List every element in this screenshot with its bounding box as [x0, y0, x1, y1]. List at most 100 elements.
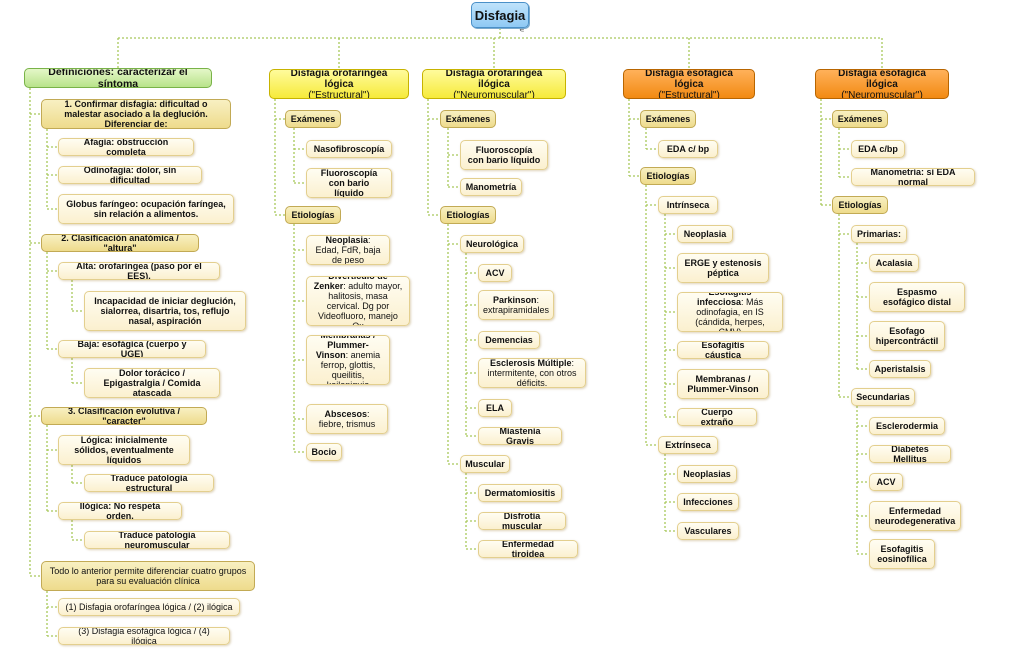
node-ofl-et2[interactable]: Divertículo de Zenker: adulto mayor, hal…: [306, 276, 410, 326]
node-ofi-neu[interactable]: Neurológica: [460, 235, 524, 253]
node-esl-e2[interactable]: Infecciones: [677, 493, 739, 511]
node-def4[interactable]: Todo lo anterior permite diferenciar cua…: [41, 561, 255, 591]
node-ofl-et4[interactable]: Abscesos: fiebre, trismus: [306, 404, 388, 434]
node-title: Alta: orofaríngea (paso por el EES).: [76, 262, 202, 280]
node-esl-e1[interactable]: Neoplasias: [677, 465, 737, 483]
collapse-marker-icon: ∊: [519, 25, 525, 34]
node-ofl[interactable]: Disfagia orofaríngea lógica("Estructural…: [269, 69, 409, 99]
node-title: Esofagitis eosinofílica: [877, 544, 927, 564]
node-ofi-n4[interactable]: Esclerosis Múltiple: intermitente, con o…: [478, 358, 586, 388]
node-esi-p1[interactable]: Acalasia: [869, 254, 919, 272]
node-ofi-ex[interactable]: Exámenes: [440, 110, 496, 128]
node-def3[interactable]: 3. Clasificación evolutiva / "caracter": [41, 407, 207, 425]
node-root[interactable]: Disfagia: [471, 2, 529, 28]
node-description: : extrapiramidales: [483, 295, 550, 315]
node-def3b[interactable]: Ilógica: No respeta orden.: [58, 502, 182, 520]
node-esi[interactable]: Disfagia esofágica ilógica("Neuromuscula…: [815, 69, 949, 99]
node-title: Aperistalsis: [874, 364, 926, 374]
node-ofl-et3[interactable]: Membranas / Plummer-Vinson: anemia ferro…: [306, 335, 390, 385]
node-esi-sec[interactable]: Secundarias: [851, 388, 915, 406]
node-title: Enfermedad tiroidea: [501, 540, 554, 558]
node-esl-ex1[interactable]: EDA c/ bp: [658, 140, 718, 158]
node-esl-i6[interactable]: Cuerpo extraño: [677, 408, 757, 426]
node-ofi-n5[interactable]: ELA: [478, 399, 512, 417]
node-title: Vasculares: [684, 526, 732, 536]
node-def3b1[interactable]: Traduce patología neuromuscular: [84, 531, 230, 549]
node-esl-int[interactable]: Intrínseca: [658, 196, 718, 214]
node-esl-i2[interactable]: ERGE y estenosis péptica: [677, 253, 769, 283]
node-esl-ext[interactable]: Extrínseca: [658, 436, 718, 454]
node-title: Espasmo esofágico distal: [882, 287, 952, 307]
node-ofi-n2[interactable]: Parkinson: extrapiramidales: [478, 290, 554, 320]
node-ofi-n3[interactable]: Demencias: [478, 331, 540, 349]
node-def2a[interactable]: Alta: orofaríngea (paso por el EES).: [58, 262, 220, 280]
node-def2[interactable]: 2. Clasificación anatómica / "altura": [41, 234, 199, 252]
node-title: Abscesos: [324, 409, 367, 419]
node-description: ("Neuromuscular"): [453, 89, 535, 99]
node-ofl-ex[interactable]: Exámenes: [285, 110, 341, 128]
node-description: : intermitente, con otros déficits.: [487, 358, 577, 388]
node-title: Neoplasias: [683, 469, 731, 479]
node-esi-s3[interactable]: ACV: [869, 473, 903, 491]
node-def2a1[interactable]: Incapacidad de iniciar deglución, sialor…: [84, 291, 246, 331]
node-def3a1[interactable]: Traduce patología estructural: [84, 474, 214, 492]
node-title: Esofago hipercontráctil: [875, 326, 939, 346]
node-esl[interactable]: Disfagia esofágica lógica("Estructural"): [623, 69, 755, 99]
node-ofi-n1[interactable]: ACV: [478, 264, 512, 282]
node-def3a[interactable]: Lógica: inicialmente sólidos, eventualme…: [58, 435, 190, 465]
node-title: Traduce patología estructural: [110, 474, 188, 492]
node-def[interactable]: Definiciones: caracterizar el síntoma: [24, 68, 212, 88]
node-esl-ex[interactable]: Exámenes: [640, 110, 696, 128]
node-ofl-ex1[interactable]: Nasofibroscopía: [306, 140, 392, 158]
node-ofi-m1[interactable]: Dermatomiositis: [478, 484, 562, 502]
node-esi-ex2[interactable]: Manometría: si EDA normal: [851, 168, 975, 186]
node-def1b[interactable]: Odinofagia: dolor, sin dificultad: [58, 166, 202, 184]
node-esi-s1[interactable]: Esclerodermia: [869, 417, 945, 435]
node-esi-p4[interactable]: Aperistalsis: [869, 360, 931, 378]
node-ofl-et[interactable]: Etiologías: [285, 206, 341, 224]
node-title: Dolor torácico / Epigastralgia / Comida …: [103, 368, 201, 398]
node-esl-i3[interactable]: Esofagitis infecciosa: Más odinofagia, e…: [677, 292, 783, 332]
node-esi-s4[interactable]: Enfermedad neurodegenerativa: [869, 501, 961, 531]
node-def2b[interactable]: Baja: esofágica (cuerpo y UGE): [58, 340, 206, 358]
node-title: Intrínseca: [666, 200, 710, 210]
node-def4a[interactable]: (1) Disfagia orofaríngea lógica / (2) il…: [58, 598, 240, 616]
node-esl-et[interactable]: Etiologías: [640, 167, 696, 185]
node-esi-s5[interactable]: Esofagitis eosinofílica: [869, 539, 935, 569]
node-title: Neoplasia: [683, 229, 727, 239]
node-esl-i4[interactable]: Esofagitis cáustica: [677, 341, 769, 359]
node-ofi-et[interactable]: Etiologías: [440, 206, 496, 224]
node-ofi[interactable]: Disfagia orofaríngea ilógica("Neuromuscu…: [422, 69, 566, 99]
node-esl-e3[interactable]: Vasculares: [677, 522, 739, 540]
node-ofl-ex2[interactable]: Fluoroscopía con bario líquido: [306, 168, 392, 198]
node-title: Miastenia Gravis: [499, 427, 541, 445]
node-ofi-m3[interactable]: Enfermedad tiroidea: [478, 540, 578, 558]
node-def2b1[interactable]: Dolor torácico / Epigastralgia / Comida …: [84, 368, 220, 398]
node-esi-ex1[interactable]: EDA c/bp: [851, 140, 905, 158]
node-title: Definiciones: caracterizar el síntoma: [48, 68, 188, 88]
node-ofi-n6[interactable]: Miastenia Gravis: [478, 427, 562, 445]
node-ofl-et1[interactable]: Neoplasia: Edad, FdR, baja de peso: [306, 235, 390, 265]
node-esl-i1[interactable]: Neoplasia: [677, 225, 733, 243]
node-def1[interactable]: 1. Confirmar disfagia: dificultad o male…: [41, 99, 231, 129]
node-def4b[interactable]: (3) Disfagia esofágica lógica / (4) ilóg…: [58, 627, 230, 645]
node-esl-i5[interactable]: Membranas / Plummer-Vinson: [677, 369, 769, 399]
node-esi-ex[interactable]: Exámenes: [832, 110, 888, 128]
node-title: Acalasia: [875, 258, 913, 268]
node-description: ("Estructural"): [308, 89, 370, 99]
node-ofi-mus[interactable]: Muscular: [460, 455, 510, 473]
node-esi-pri[interactable]: Primarias:: [851, 225, 907, 243]
node-title: Exámenes: [837, 114, 883, 124]
node-ofl-et5[interactable]: Bocio: [306, 443, 342, 461]
node-def1a[interactable]: Afagia: obstrucción completa: [58, 138, 194, 156]
node-esi-p3[interactable]: Esofago hipercontráctil: [869, 321, 945, 351]
node-esi-p2[interactable]: Espasmo esofágico distal: [869, 282, 965, 312]
node-title: Dermatomiositis: [484, 488, 556, 498]
node-title: Enfermedad neurodegenerativa: [874, 506, 956, 526]
node-esi-s2[interactable]: Diabetes Mellitus: [869, 445, 951, 463]
node-esi-et[interactable]: Etiologías: [832, 196, 888, 214]
node-ofi-ex1[interactable]: Fluoroscopía con bario líquido: [460, 140, 548, 170]
node-def1c[interactable]: Globus faríngeo: ocupación faríngea, sin…: [58, 194, 234, 224]
node-ofi-m2[interactable]: Disfrotia muscular: [478, 512, 566, 530]
node-ofi-ex2[interactable]: Manometría: [460, 178, 522, 196]
